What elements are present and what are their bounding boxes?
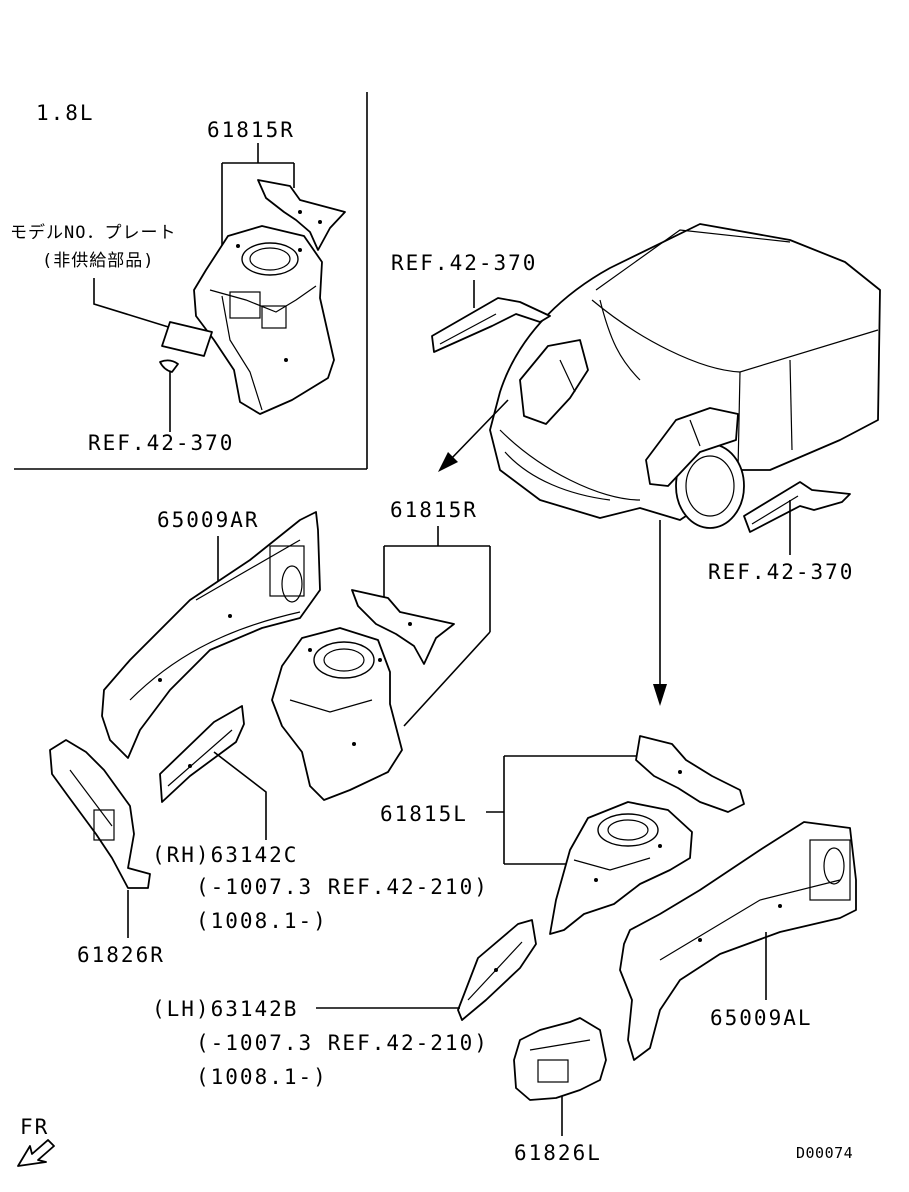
inset-ref-42-370-label[interactable]: REF.42-370 [88, 431, 234, 455]
car-illustration [489, 223, 881, 529]
inset-part-61815R-label[interactable]: 61815R [207, 118, 295, 142]
model-plate-note: (非供給部品) [42, 251, 154, 271]
car-ref-top-part [431, 280, 551, 353]
front-direction-arrow-icon [17, 1139, 55, 1167]
part-61826L-shape [513, 1017, 607, 1101]
part-61815L-small-shape [635, 735, 745, 813]
part-65009AR-label[interactable]: 65009AR [157, 508, 260, 532]
part-61815L-tower-shape [549, 801, 693, 935]
part-61815R-small-shape [351, 589, 455, 665]
part-63142B-note1: (-1007.3 REF.42-210) [196, 1031, 489, 1055]
inset-strut-tower-part [193, 225, 335, 415]
part-63142B-note2: (1008.1-) [196, 1065, 328, 1089]
diagram-code: D00074 [796, 1144, 853, 1162]
arrow-to-lh-parts [653, 520, 667, 706]
part-61815R-label[interactable]: 61815R [390, 498, 478, 522]
part-65009AL-shape [619, 821, 857, 1061]
part-63142C-shape [159, 705, 245, 803]
arrow-to-rh-parts [438, 399, 509, 472]
part-63142C-leader [213, 751, 267, 840]
part-61815R-tower-shape [271, 627, 403, 801]
inset-small-bracket-part [257, 179, 346, 251]
part-65009AR-shape [101, 511, 321, 759]
part-63142B-label[interactable]: (LH)63142B [152, 997, 298, 1021]
car-ref-top-label[interactable]: REF.42-370 [391, 251, 537, 275]
part-61815R-bracket [383, 526, 491, 727]
part-61826R-label[interactable]: 61826R [77, 943, 165, 967]
car-ref-right-part [743, 481, 851, 555]
part-63142C-note2: (1008.1-) [196, 909, 328, 933]
front-direction-label: FR [20, 1115, 49, 1139]
part-61815L-bracket [486, 755, 636, 865]
inset-61815R-bracket [221, 143, 295, 245]
inset-frame [14, 92, 368, 470]
model-plate-leader [93, 278, 213, 432]
part-61826R-shape [49, 739, 151, 889]
part-63142B-shape [457, 919, 537, 1021]
engine-label: 1.8L [36, 101, 95, 125]
part-63142C-note1: (-1007.3 REF.42-210) [196, 875, 489, 899]
part-65009AL-label[interactable]: 65009AL [710, 1006, 813, 1030]
part-61815L-label[interactable]: 61815L [380, 802, 468, 826]
part-63142C-label[interactable]: (RH)63142C [152, 843, 298, 867]
model-plate-label: モデルNO．プレート [10, 222, 176, 243]
part-61826L-label[interactable]: 61826L [514, 1141, 602, 1165]
car-ref-right-label[interactable]: REF.42-370 [708, 560, 854, 584]
